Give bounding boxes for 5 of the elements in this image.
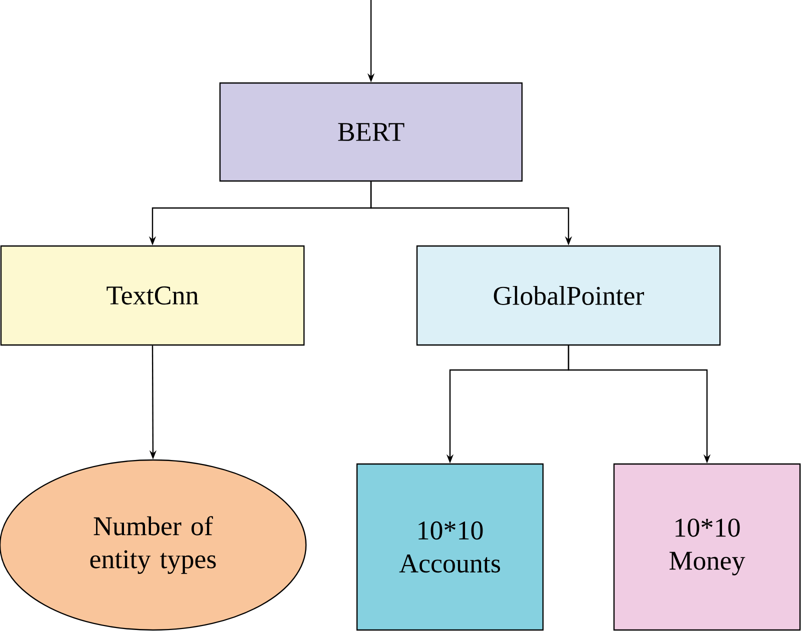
process-box: 10*10 Accounts [356, 463, 544, 631]
process-box: GlobalPointer [416, 245, 721, 346]
process-box: BERT [219, 82, 523, 182]
process-box: 10*10 Money [613, 463, 801, 631]
process-box: TextCnn [0, 245, 305, 346]
